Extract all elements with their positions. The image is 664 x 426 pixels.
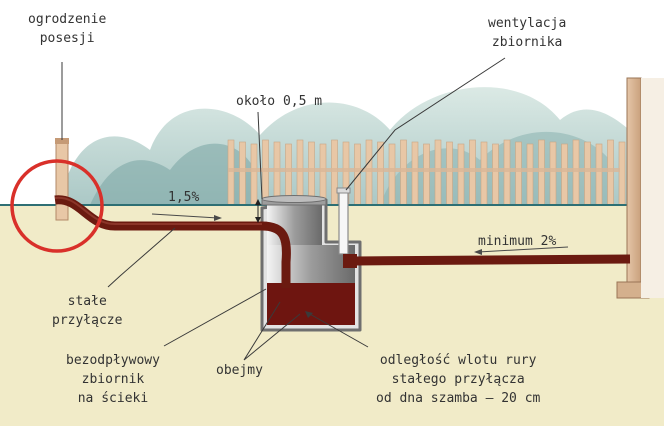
fence-picket bbox=[469, 139, 476, 206]
fence-picket bbox=[434, 139, 442, 206]
fence-picket bbox=[561, 143, 568, 206]
fence-picket bbox=[319, 143, 327, 206]
property-fence-post bbox=[55, 138, 69, 221]
fence-picket bbox=[250, 143, 258, 206]
depth-dimension-arrow bbox=[255, 199, 261, 223]
leader-inlet-arrowhead bbox=[305, 311, 313, 318]
fence-picket bbox=[365, 139, 373, 206]
tank-outlet-fitting bbox=[343, 254, 357, 268]
fence-picket bbox=[388, 143, 396, 206]
leader-clamps bbox=[243, 301, 301, 361]
fence-picket bbox=[480, 141, 488, 206]
leader-inlet-distance bbox=[307, 312, 369, 348]
label-ventilation: wentylacja zbiornika bbox=[488, 16, 567, 50]
fence-picket bbox=[584, 141, 591, 206]
fence-picket bbox=[354, 143, 361, 206]
fence-picket bbox=[503, 139, 511, 206]
fence-picket bbox=[457, 143, 465, 206]
fence-picket bbox=[239, 141, 246, 206]
leader-depth bbox=[257, 111, 263, 200]
fence-picket bbox=[607, 139, 614, 206]
fence-picket bbox=[618, 141, 626, 206]
slope-arrow-main bbox=[151, 213, 222, 221]
leader-lines bbox=[61, 57, 506, 361]
fence-picket bbox=[227, 139, 235, 206]
fence-picket bbox=[400, 139, 407, 206]
fence-picket bbox=[446, 141, 453, 206]
ventilation-pipe bbox=[336, 187, 351, 255]
fence-picket bbox=[526, 143, 534, 206]
house-wall bbox=[616, 77, 664, 299]
leader-tank bbox=[163, 288, 267, 347]
fence-picket bbox=[423, 143, 430, 206]
fence-picket bbox=[492, 143, 499, 206]
fence-picket bbox=[262, 139, 269, 206]
fence-picket bbox=[411, 141, 419, 206]
fence-picket bbox=[515, 141, 522, 206]
pipe-highlight bbox=[54, 196, 262, 225]
fence-picket bbox=[377, 141, 384, 206]
label-slope-main: 1,5% bbox=[168, 190, 200, 205]
label-slope-house: minimum 2% bbox=[478, 234, 557, 249]
leader-connection bbox=[107, 227, 176, 288]
fence-picket bbox=[331, 139, 338, 206]
fence-picket bbox=[595, 143, 603, 206]
house-drain-pipe bbox=[354, 254, 631, 266]
fence-picket bbox=[549, 141, 557, 206]
permanent-connection-pipe bbox=[54, 195, 291, 288]
highlight-circle bbox=[10, 159, 104, 253]
slope-arrow-house bbox=[474, 246, 569, 255]
label-fence: ogrodzenie posesji bbox=[28, 12, 107, 46]
label-permanent-connection: stałe przyłącze bbox=[52, 294, 123, 328]
fence-picket bbox=[572, 139, 580, 206]
fence-picket bbox=[538, 139, 545, 206]
label-clamps: obejmy bbox=[216, 363, 263, 378]
leader-ventilation bbox=[345, 57, 506, 191]
label-depth: około 0,5 m bbox=[236, 94, 323, 109]
label-inlet-distance: odległość wlotu rury stałego przyłącza o… bbox=[376, 353, 541, 406]
label-tank: bezodpływowy zbiornik na ścieki bbox=[66, 353, 160, 406]
fence-rail bbox=[228, 168, 620, 172]
